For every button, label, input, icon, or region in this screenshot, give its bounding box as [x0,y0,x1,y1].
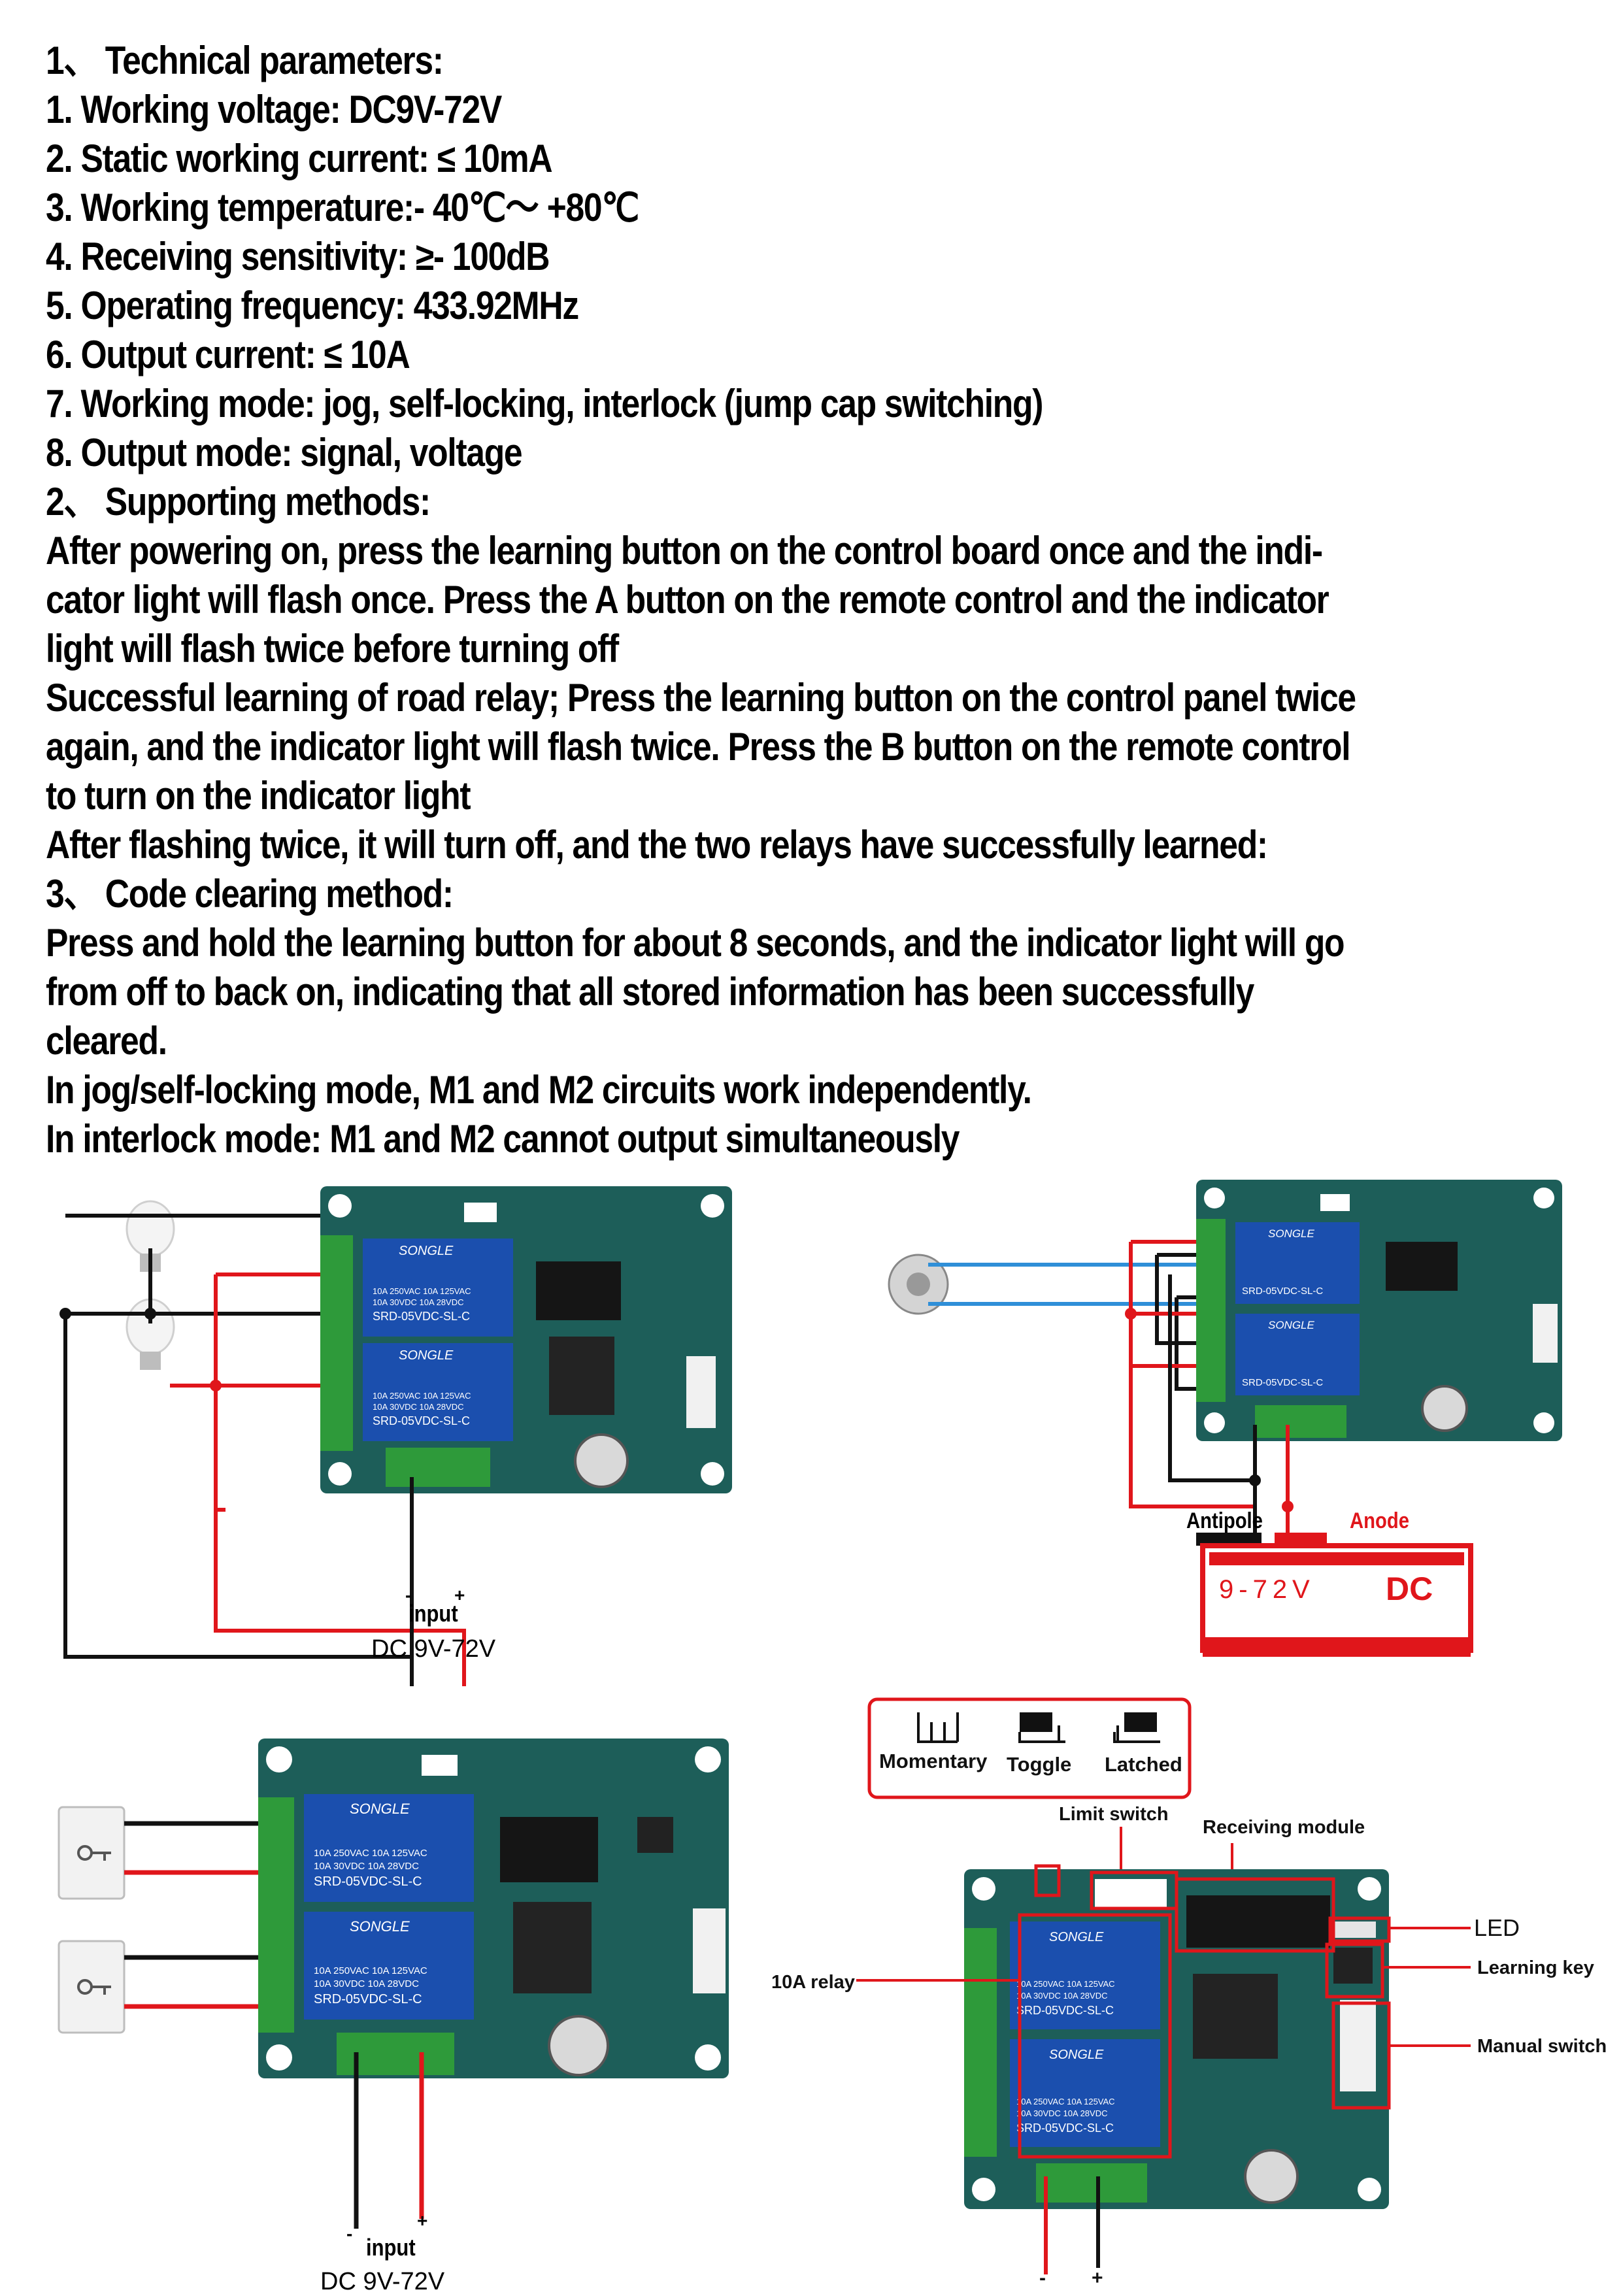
diagram-motor: SONGLE SRD-05VDC-SL-C SONGLE SRD-05VDC-S… [869,1170,1582,1667]
text-line: 4. Receiving sensitivity: ≥- 100dB [46,235,550,278]
text-line: 3、 Code clearing method: [46,872,454,916]
voltage-label: 9-72V [1219,1575,1315,1604]
relay-model: SRD-05VDC-SL-C [1016,2121,1114,2135]
relay-rating: 10A 250VAC 10A 125VAC [314,1965,427,1976]
text-line: from off to back on, indicating that all… [46,970,1254,1014]
relay-model: SRD-05VDC-SL-C [1242,1286,1323,1297]
text-line: light will flash twice before turning of… [46,627,619,671]
relay-rating: 10A 30VDC 10A 28VDC [314,1978,419,1989]
text-line: Press and hold the learning button for a… [46,921,1345,965]
mode-momentary-label: Momentary [879,1750,988,1772]
antipole-label: Antipole [1186,1508,1263,1533]
led-label: LED [1474,1914,1520,1941]
input-label: input [366,2234,416,2261]
text-line: cator light will flash once. Press the A… [46,578,1329,622]
toggle-jumper-icon [1018,1712,1065,1743]
text-line: 3. Working temperature:- 40℃～ +80℃ [46,186,639,229]
limit-switch-label: Limit switch [1059,1804,1169,1825]
text-line: After powering on, press the learning bu… [46,529,1323,573]
plus-label: + [1092,2267,1103,2288]
minus-label: - [1039,2267,1046,2288]
receiving-module-label: Receiving module [1203,1817,1365,1838]
text-line: to turn on the indicator light [46,774,471,818]
relay-rating: 10A 30VDC 10A 28VDC [373,1402,463,1412]
relay-label: 10A relay [771,1972,855,1993]
relay-brand: SONGLE [350,1918,410,1935]
door-switch-icon [58,1806,125,1900]
relay-rating: 10A 250VAC 10A 125VAC [314,1848,427,1859]
relay-model: SRD-05VDC-SL-C [314,1992,422,2006]
relay-board: SONGLE 10A 250VAC 10A 125VAC 10A 30VDC 1… [258,1739,729,2078]
relay-rating: 10A 30VDC 10A 28VDC [1016,2108,1107,2118]
text-line: 5. Operating frequency: 433.92MHz [46,284,579,327]
text-line: 1. Working voltage: DC9V-72V [46,88,502,131]
relay-model: SRD-05VDC-SL-C [1242,1377,1323,1388]
diagram-board-labels: Momentary Toggle Latched Limit switch Re… [771,1693,1621,2288]
door-switch-icon [58,1940,125,2034]
relay-brand: SONGLE [1049,1930,1104,1944]
relay-board: SONGLE 10A 250VAC 10A 125VAC 10A 30VDC 1… [964,1869,1389,2209]
input-voltage-label: DC 9V-72V [371,1635,496,1663]
input-label: input [409,1600,458,1627]
relay-brand: SONGLE [1268,1319,1315,1331]
relay-board: SONGLE SRD-05VDC-SL-C SONGLE SRD-05VDC-S… [1196,1180,1562,1441]
relay-brand: SONGLE [1268,1227,1315,1240]
anode-label: Anode [1350,1508,1409,1533]
momentary-jumper-icon [917,1712,959,1743]
latched-jumper-icon [1113,1712,1160,1743]
motor-icon [888,1254,949,1315]
relay-model: SRD-05VDC-SL-C [314,1874,422,1889]
text-line: 6. Output current: ≤ 10A [46,333,410,376]
text-line: 1、 Technical parameters: [46,39,444,82]
relay-brand: SONGLE [399,1244,454,1258]
relay-model: SRD-05VDC-SL-C [1016,2004,1114,2017]
text-line: 8. Output mode: signal, voltage [46,431,523,474]
plus-label: + [454,1585,465,1605]
instruction-text: 1、 Technical parameters: 1. Working volta… [46,36,1588,1163]
relay-brand: SONGLE [350,1801,410,1817]
relay-brand: SONGLE [399,1348,454,1363]
relay-rating: 10A 30VDC 10A 28VDC [1016,1991,1107,2001]
diagram-switches: SONGLE 10A 250VAC 10A 125VAC 10A 30VDC 1… [46,1732,752,2295]
minus-label: - [346,2223,353,2244]
learning-key-label: Learning key [1477,1957,1594,1978]
relay-rating: 10A 30VDC 10A 28VDC [314,1861,419,1872]
jumper-mode-box [867,1697,1192,1799]
dc-label: DC [1386,1571,1433,1607]
relay-brand: SONGLE [1049,2048,1104,2062]
relay-rating: 10A 250VAC 10A 125VAC [373,1286,471,1296]
relay-model: SRD-05VDC-SL-C [373,1414,470,1427]
text-line: again, and the indicator light will flas… [46,725,1351,769]
minus-label: - [405,1585,412,1605]
relay-rating: 10A 30VDC 10A 28VDC [373,1297,463,1307]
text-line: 2. Static working current: ≤ 10mA [46,137,553,180]
diagram-lamps: SONGLE 10A 250VAC 10A 125VAC 10A 30VDC 1… [39,1176,758,1686]
relay-rating: 10A 250VAC 10A 125VAC [373,1391,471,1401]
mode-latched-label: Latched [1105,1753,1182,1776]
text-line: 7. Working mode: jog, self-locking, inte… [46,382,1043,425]
manual-switch-label: Manual switch [1477,2036,1607,2057]
relay-board: SONGLE 10A 250VAC 10A 125VAC 10A 30VDC 1… [320,1186,732,1493]
text-line: 2、 Supporting methods: [46,480,431,524]
plus-label: + [417,2210,428,2231]
text-line: cleared. [46,1019,167,1063]
text-line: Successful learning of road relay; Press… [46,676,1356,720]
text-line: In interlock mode: M1 and M2 cannot outp… [46,1117,960,1161]
relay-rating: 10A 250VAC 10A 125VAC [1016,2097,1115,2106]
input-voltage-label: DC 9V-72V [320,2268,445,2295]
mode-toggle-label: Toggle [1007,1753,1071,1776]
relay-rating: 10A 250VAC 10A 125VAC [1016,1979,1115,1989]
text-line: In jog/self-locking mode, M1 and M2 circ… [46,1068,1032,1112]
relay-model: SRD-05VDC-SL-C [373,1310,470,1323]
text-line: After flashing twice, it will turn off, … [46,823,1268,867]
